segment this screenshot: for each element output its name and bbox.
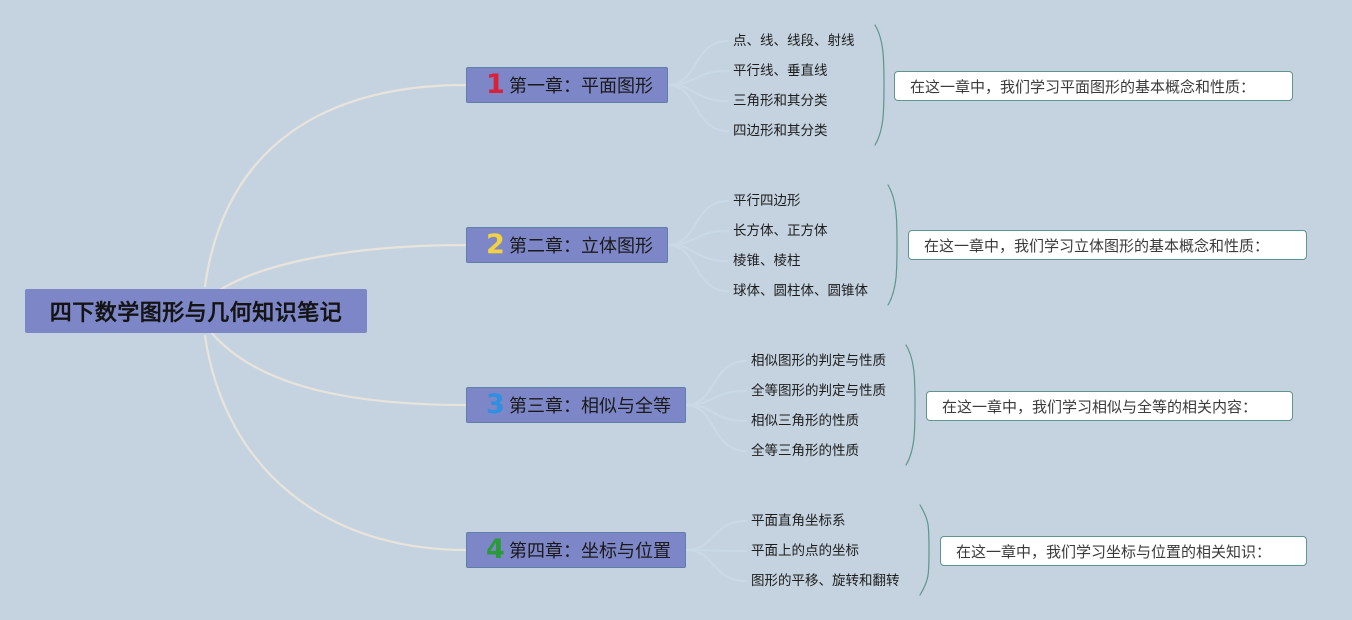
topic-item[interactable]: 相似三角形的性质 (751, 413, 859, 429)
chapter-number-3-icon: 3 (486, 389, 505, 420)
twig-line (666, 243, 730, 263)
chapter-title: 第一章：平面图形 (509, 76, 653, 97)
twig-line (666, 229, 730, 247)
chapter-number-4-icon: 4 (486, 534, 505, 565)
root-title: 四下数学图形与几何知识笔记 (49, 301, 343, 326)
chapter-number-1-icon: 1 (486, 69, 505, 100)
chapter-title: 第四章：坐标与位置 (509, 541, 671, 562)
chapter-title: 第三章：相似与全等 (509, 396, 671, 417)
chapter-node-1[interactable]: 1 第一章：平面图形 (466, 67, 668, 103)
root-node[interactable]: 四下数学图形与几何知识笔记 (25, 289, 367, 333)
chapter-summary-4[interactable]: 在这一章中，我们学习坐标与位置的相关知识： (940, 536, 1307, 566)
topic-item[interactable]: 平面直角坐标系 (751, 513, 846, 529)
summary-brace (887, 184, 898, 306)
branch-line (208, 329, 468, 407)
summary-text: 在这一章中，我们学习坐标与位置的相关知识： (956, 542, 1272, 561)
topic-item[interactable]: 全等三角形的性质 (751, 443, 859, 459)
branch-line (203, 334, 468, 552)
topic-item[interactable]: 平行线、垂直线 (733, 63, 828, 79)
topic-item[interactable]: 三角形和其分类 (733, 93, 828, 109)
chapter-number-2-icon: 2 (486, 229, 505, 260)
topic-item[interactable]: 棱锥、棱柱 (733, 253, 801, 269)
summary-text: 在这一章中，我们学习立体图形的基本概念和性质： (924, 236, 1270, 255)
twig-line (666, 69, 730, 87)
branch-line (203, 83, 468, 288)
twig-line (684, 519, 748, 552)
twig-line (666, 39, 730, 87)
chapter-summary-1[interactable]: 在这一章中，我们学习平面图形的基本概念和性质： (894, 71, 1293, 101)
chapter-title: 第二章：立体图形 (509, 236, 653, 257)
twig-line (684, 403, 748, 453)
topic-item[interactable]: 点、线、线段、射线 (733, 33, 855, 49)
twig-line (666, 199, 730, 247)
summary-text: 在这一章中，我们学习平面图形的基本概念和性质： (910, 77, 1256, 96)
chapter-summary-2[interactable]: 在这一章中，我们学习立体图形的基本概念和性质： (908, 230, 1307, 260)
topic-item[interactable]: 图形的平移、旋转和翻转 (751, 573, 900, 589)
chapter-summary-3[interactable]: 在这一章中，我们学习相似与全等的相关内容： (926, 391, 1293, 421)
topic-item[interactable]: 全等图形的判定与性质 (751, 383, 886, 399)
summary-brace (874, 24, 885, 146)
twig-line (684, 359, 748, 407)
twig-line (666, 83, 730, 133)
twig-line (666, 243, 730, 293)
topic-item[interactable]: 球体、圆柱体、圆锥体 (733, 283, 868, 299)
twig-line (684, 548, 748, 553)
chapter-node-2[interactable]: 2 第二章：立体图形 (466, 227, 668, 263)
twig-line (684, 403, 748, 423)
topic-item[interactable]: 长方体、正方体 (733, 223, 828, 239)
topic-item[interactable]: 四边形和其分类 (733, 123, 828, 139)
summary-text: 在这一章中，我们学习相似与全等的相关内容： (942, 397, 1258, 416)
topic-item[interactable]: 相似图形的判定与性质 (751, 353, 886, 369)
chapter-node-4[interactable]: 4 第四章：坐标与位置 (466, 532, 686, 568)
summary-brace (905, 344, 916, 466)
topic-item[interactable]: 平行四边形 (733, 193, 801, 209)
summary-brace (919, 504, 930, 596)
twig-line (666, 83, 730, 103)
topic-item[interactable]: 平面上的点的坐标 (751, 543, 859, 559)
twig-line (684, 548, 748, 583)
chapter-node-3[interactable]: 3 第三章：相似与全等 (466, 387, 686, 423)
twig-line (684, 389, 748, 407)
